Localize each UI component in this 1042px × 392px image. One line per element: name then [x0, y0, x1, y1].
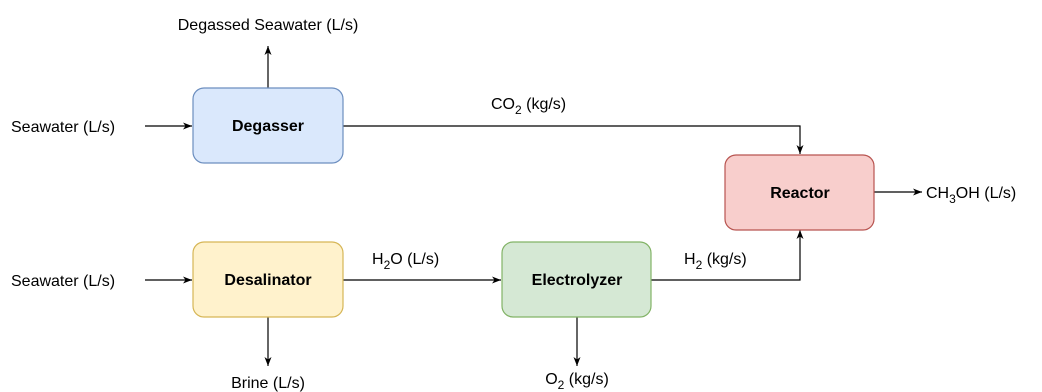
h2o-flow-label: H2O (L/s): [372, 251, 439, 272]
ch3oh-output-label: CH3OH (L/s): [926, 185, 1016, 206]
electrolyzer-node: Electrolyzer: [501, 241, 652, 318]
degasser-box: [192, 87, 344, 164]
seawater-input-label-top: Seawater (L/s): [11, 119, 115, 136]
o2-unit: (kg/s): [564, 371, 608, 388]
co2-subscript: 2: [515, 103, 522, 117]
h2-subscript: 2: [696, 258, 703, 272]
co2-flow-label: CO2 (kg/s): [491, 96, 566, 117]
degassed-seawater-label: Degassed Seawater (L/s): [178, 17, 359, 34]
o2-subscript: 2: [558, 378, 565, 392]
h2-formula: H: [684, 251, 696, 268]
edge-electrolyzer-to-reactor-h2: [651, 230, 804, 281]
desalinator-box: [192, 241, 344, 318]
o2-formula: O: [545, 371, 557, 388]
degasser-node: Degasser: [192, 87, 344, 164]
reactor-box: [724, 154, 875, 231]
reactor-node: Reactor: [724, 154, 875, 231]
h2o-formula: H: [372, 251, 384, 268]
degasser-label: Degasser: [232, 118, 304, 135]
h2o-subscript: 2: [384, 258, 391, 272]
electrolyzer-label: Electrolyzer: [532, 272, 623, 289]
brine-output-label: Brine (L/s): [231, 375, 305, 392]
ch3oh-formula: CH: [926, 185, 949, 202]
desalinator-node: Desalinator: [192, 241, 344, 318]
co2-unit: (kg/s): [522, 96, 566, 113]
seawater-input-label-bottom: Seawater (L/s): [11, 273, 115, 290]
h2o-unit: O (L/s): [390, 251, 439, 268]
ch3oh-unit: OH (L/s): [956, 185, 1016, 202]
electrolyzer-box: [501, 241, 652, 318]
h2-flow-label: H2 (kg/s): [684, 251, 747, 272]
co2-formula: CO: [491, 96, 515, 113]
h2-unit: (kg/s): [702, 251, 746, 268]
o2-flow-label: O2 (kg/s): [545, 371, 609, 392]
ch3oh-subscript: 3: [949, 192, 956, 206]
edge-degasser-to-reactor-co2: [343, 125, 804, 154]
reactor-label: Reactor: [770, 185, 830, 202]
desalinator-label: Desalinator: [224, 272, 311, 289]
